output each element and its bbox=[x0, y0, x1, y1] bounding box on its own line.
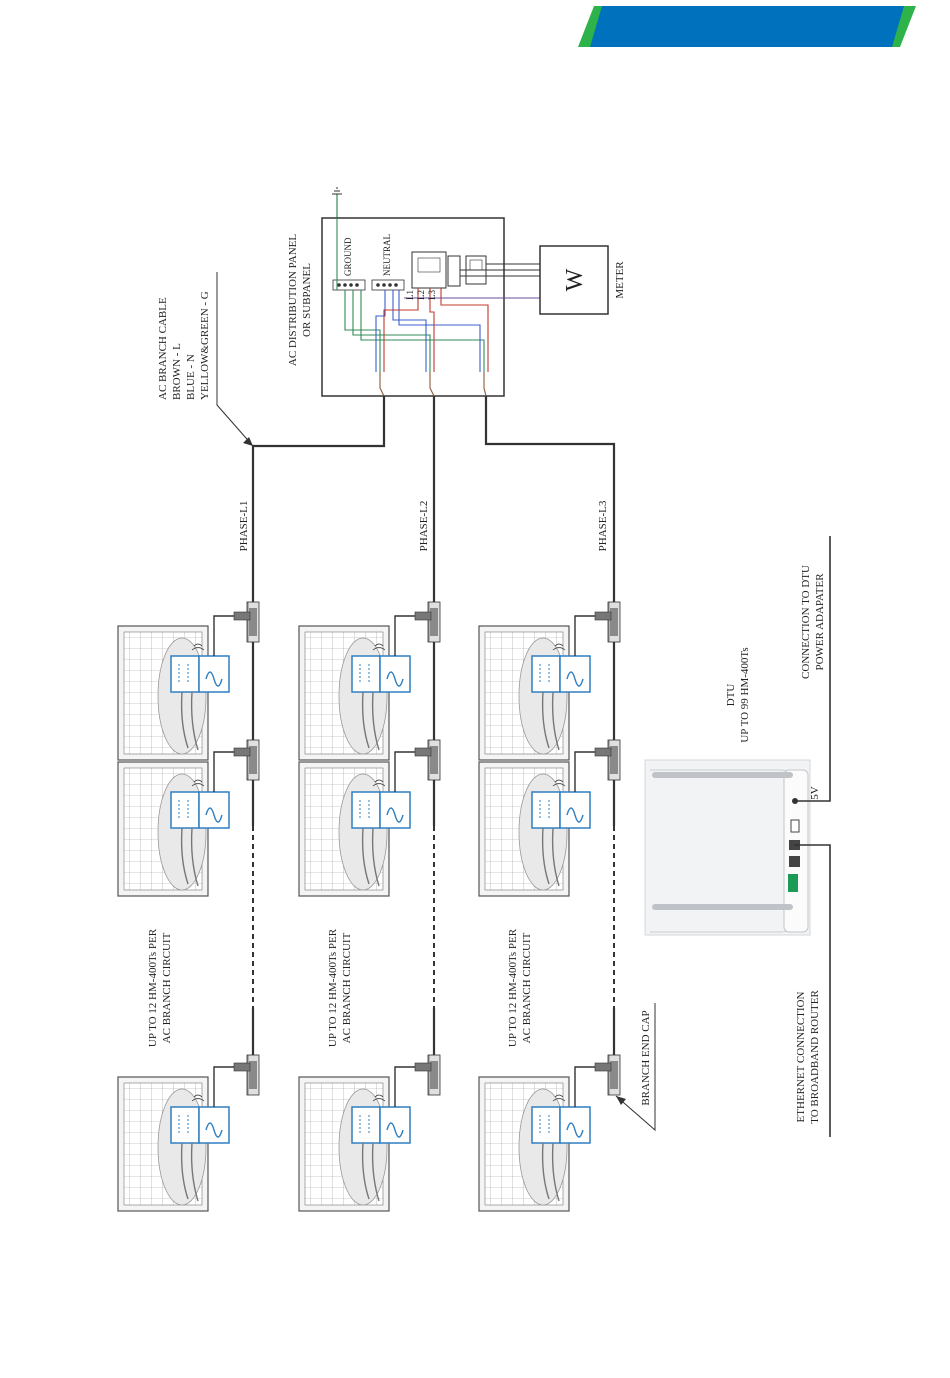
ethernet-label: ETHERNET CONNECTION TO BROADBAND ROUTER bbox=[795, 990, 821, 1124]
svg-text:AC BRANCH CABLE: AC BRANCH CABLE bbox=[157, 297, 169, 400]
phase-l2-label: PHASE-L2 bbox=[418, 501, 430, 552]
meter-symbol: W bbox=[562, 268, 588, 291]
phase-l1-column bbox=[117, 600, 260, 1212]
ground-symbol bbox=[332, 187, 342, 218]
meter bbox=[539, 245, 609, 315]
phase-l3-column bbox=[478, 600, 621, 1212]
branch-circuit-label-l1: UP TO 12 HM-400Ts PER AC BRANCH CIRCUIT bbox=[147, 928, 173, 1047]
ac-distribution-panel bbox=[321, 217, 505, 397]
svg-text:TO BROADBAND ROUTER: TO BROADBAND ROUTER bbox=[809, 990, 821, 1124]
svg-text:OR SUBPANEL: OR SUBPANEL bbox=[301, 263, 313, 337]
ground-label: GROUND bbox=[343, 237, 353, 276]
distribution-panel-label: AC DISTRIBUTION PANEL OR SUBPANEL bbox=[287, 234, 313, 366]
dtu-power-label: CONNECTION TO DTU POWER ADAPATER bbox=[800, 565, 826, 679]
svg-text:DTU: DTU bbox=[725, 684, 737, 707]
phase-l3-label: PHASE-L3 bbox=[597, 500, 609, 551]
svg-text:AC BRANCH CIRCUIT: AC BRANCH CIRCUIT bbox=[521, 932, 533, 1043]
branch-end-cap-pointer bbox=[615, 1003, 656, 1132]
svg-text:AC BRANCH CIRCUIT: AC BRANCH CIRCUIT bbox=[161, 932, 173, 1043]
svg-text:UP TO 12 HM-400Ts PER: UP TO 12 HM-400Ts PER bbox=[147, 928, 159, 1047]
meter-label: METER bbox=[614, 261, 626, 299]
dtu-device bbox=[644, 759, 811, 936]
l1-label: L1 bbox=[405, 290, 415, 300]
l2-label: L2 bbox=[416, 290, 426, 300]
svg-text:UP TO 12 HM-400Ts PER: UP TO 12 HM-400Ts PER bbox=[507, 928, 519, 1047]
svg-text:CONNECTION TO DTU: CONNECTION TO DTU bbox=[800, 565, 812, 679]
svg-text:AC DISTRIBUTION PANEL: AC DISTRIBUTION PANEL bbox=[287, 234, 299, 366]
trunk-cables bbox=[251, 396, 616, 600]
branch-circuit-label-l3: UP TO 12 HM-400Ts PER AC BRANCH CIRCUIT bbox=[507, 928, 533, 1047]
panel-wires bbox=[336, 218, 540, 397]
svg-text:UP TO 12 HM-400Ts PER: UP TO 12 HM-400Ts PER bbox=[327, 928, 339, 1047]
neutral-label: NEUTRAL bbox=[382, 234, 392, 276]
svg-text:UP TO 99 HM-400Ts: UP TO 99 HM-400Ts bbox=[739, 647, 751, 742]
l3-label: L3 bbox=[427, 290, 437, 300]
svg-text:POWER ADAPATER: POWER ADAPATER bbox=[814, 573, 826, 671]
svg-text:BROWN - L: BROWN - L bbox=[171, 343, 183, 400]
dtu-label: DTU UP TO 99 HM-400Ts bbox=[725, 647, 751, 742]
svg-text:BLUE - N: BLUE - N bbox=[185, 354, 197, 400]
phase-l1-label: PHASE-L1 bbox=[238, 501, 250, 552]
ac-branch-cable-arrow bbox=[216, 272, 254, 447]
phase-l2-column bbox=[298, 600, 441, 1212]
branch-end-cap-label: BRANCH END CAP bbox=[640, 1010, 652, 1105]
svg-text:AC BRANCH CIRCUIT: AC BRANCH CIRCUIT bbox=[341, 932, 353, 1043]
branch-circuit-label-l2: UP TO 12 HM-400Ts PER AC BRANCH CIRCUIT bbox=[327, 928, 353, 1047]
ac-branch-cable-label: AC BRANCH CABLE BROWN - L BLUE - N YELLO… bbox=[157, 291, 211, 400]
svg-text:ETHERNET CONNECTION: ETHERNET CONNECTION bbox=[795, 992, 807, 1123]
svg-text:YELLOW&GREEN - G: YELLOW&GREEN - G bbox=[199, 291, 211, 400]
power-5v-label: 5V bbox=[809, 786, 821, 800]
dtu-cables bbox=[794, 536, 831, 1137]
header-band bbox=[578, 6, 916, 47]
